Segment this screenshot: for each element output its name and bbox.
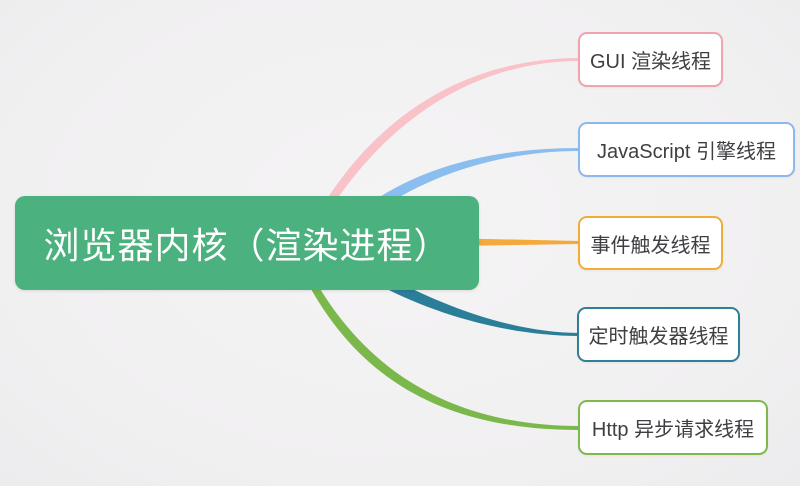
topic-label: 事件触发线程 (590, 234, 711, 257)
topic-event-trigger-thread[interactable]: 事件触发线程 (578, 216, 723, 270)
connector-event-trigger-thread (470, 238, 580, 246)
topic-timer-trigger-thread[interactable]: 定时触发器线程 (577, 307, 740, 362)
topic-label: Http 异步请求线程 (591, 419, 755, 441)
topic-javascript-engine-thread[interactable]: JavaScript 引擎线程 (578, 122, 795, 177)
connector-gui-render-thread (300, 58, 580, 263)
topic-label: JavaScript 引擎线程 (597, 141, 776, 163)
root-topic[interactable]: 浏览器内核（渲染进程） (15, 196, 479, 290)
topic-http-async-request-thread[interactable]: Http 异步请求线程 (578, 400, 768, 455)
topic-gui-render-thread[interactable]: GUI 渲染线程 (578, 32, 723, 87)
topic-label: GUI 渲染线程 (589, 51, 712, 73)
root-topic-label: 浏览器内核（渲染进程） (43, 225, 451, 266)
topic-label: 定时触发器线程 (588, 326, 729, 348)
connector-http-async-request-thread (300, 252, 580, 430)
